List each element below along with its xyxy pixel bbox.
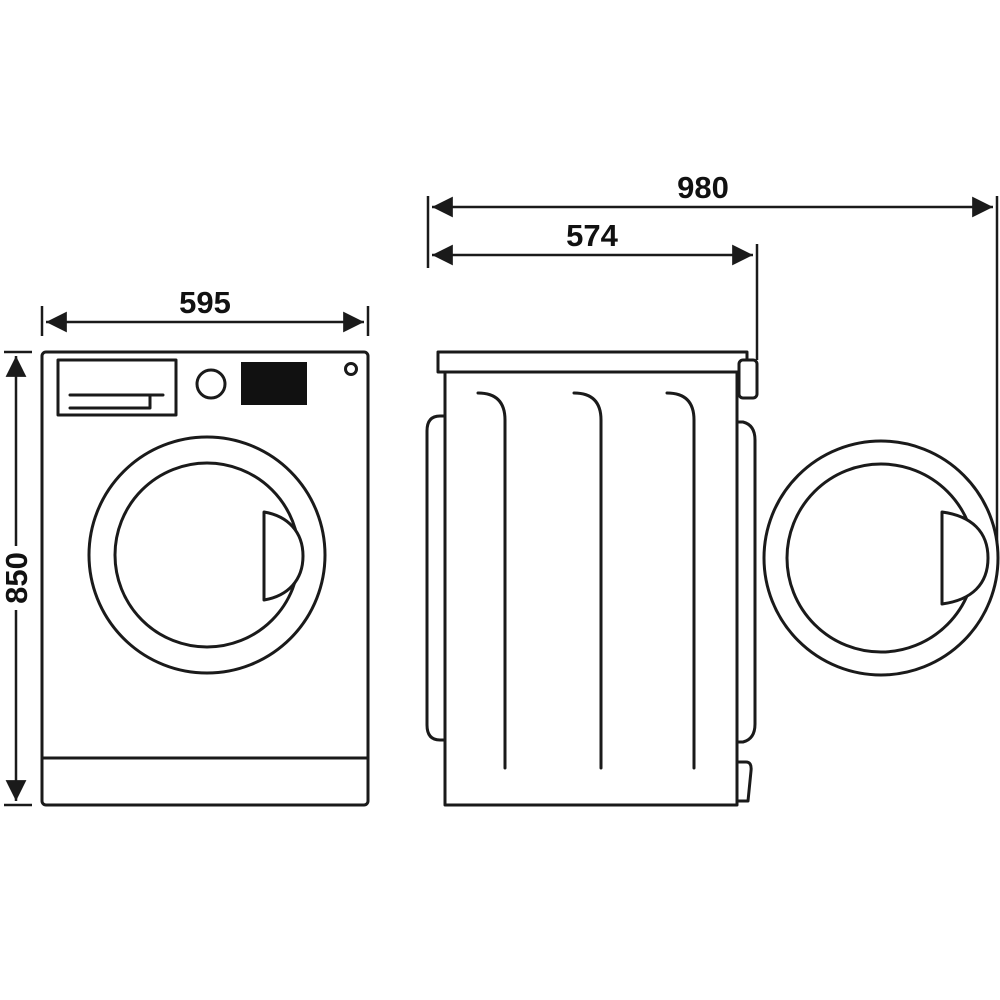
dim-label-depth-door-open: 980	[677, 170, 729, 205]
detergent-drawer	[56, 358, 178, 417]
side-groove-1	[476, 391, 507, 770]
drawer-handle-step	[68, 393, 152, 410]
power-button	[344, 362, 358, 376]
side-view	[425, 350, 1000, 807]
dim-label-depth-body: 574	[566, 218, 618, 253]
front-view	[40, 350, 370, 807]
front-door-outer-ring	[87, 435, 327, 675]
side-groove-2	[572, 391, 603, 770]
side-front-strip	[735, 420, 757, 744]
program-knob	[195, 368, 227, 400]
dim-front-width: 595	[40, 285, 370, 336]
dim-depth-door-open: 980	[426, 170, 999, 542]
side-bottom-foot	[735, 760, 753, 803]
side-top-lid	[436, 350, 749, 374]
front-body	[40, 350, 370, 807]
side-groove-3	[665, 391, 696, 770]
side-rear-bulge	[425, 414, 447, 742]
open-door-outer-ring	[762, 439, 1000, 677]
front-door-handle	[262, 510, 305, 602]
side-body	[443, 370, 739, 807]
dim-height: 850	[0, 350, 34, 807]
open-door-handle	[940, 510, 990, 606]
dim-label-height: 850	[0, 552, 34, 604]
display-panel	[241, 362, 307, 405]
dim-depth-body: 574	[432, 218, 759, 360]
side-hinge-bracket	[737, 358, 759, 400]
dim-label-front-width: 595	[179, 285, 231, 320]
